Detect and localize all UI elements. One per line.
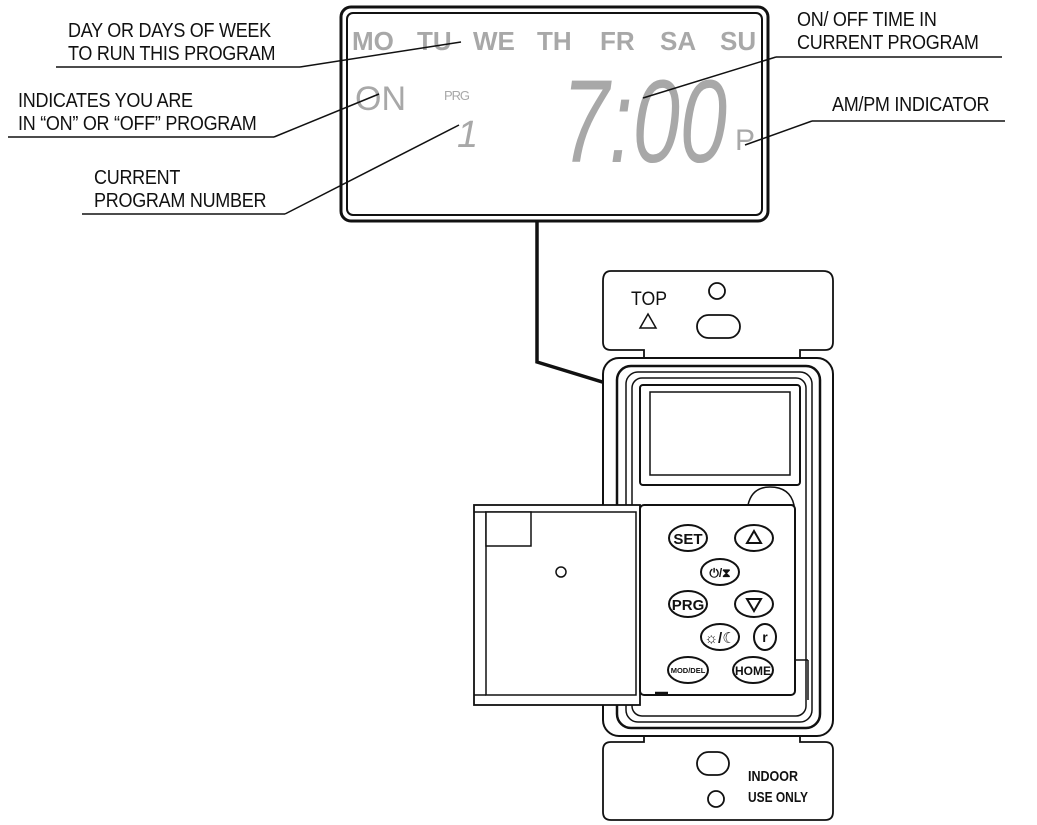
- callout-prgnum-leader: [284, 124, 460, 215]
- cover-door-pin: [555, 566, 567, 578]
- lcd-ampm-indicator: P: [735, 124, 755, 157]
- lcd-day-mo: MO: [352, 26, 394, 56]
- random-button-label: r: [762, 629, 768, 645]
- callout-ampm-line1: AM/PM INDICATOR: [832, 94, 990, 116]
- callout-program-number: CURRENT PROGRAM NUMBER: [94, 167, 267, 213]
- callout-days-line1: DAY OR DAYS OF WEEK: [68, 20, 271, 42]
- lcd-on-off-indicator: ON: [355, 80, 406, 118]
- lcd-day-sa: SA: [660, 26, 696, 56]
- keypad-cover-tab: [747, 486, 795, 506]
- top-label: TOP: [631, 289, 667, 310]
- callout-days-line2: TO RUN THIS PROGRAM: [68, 43, 276, 65]
- home-button[interactable]: [732, 656, 774, 684]
- lcd-program-number: 1: [457, 114, 478, 156]
- mod-del-button-label: MOD/DEL: [671, 666, 706, 675]
- top-slot-hole: [696, 314, 741, 339]
- up-button[interactable]: [734, 524, 774, 552]
- keypad-panel: [639, 504, 796, 696]
- lcd-day-we: WE: [473, 26, 515, 56]
- callout-time-line2: CURRENT PROGRAM: [797, 32, 979, 54]
- top-screw-hole: [708, 282, 726, 300]
- cover-door-latch: [485, 511, 532, 547]
- home-button-label: HOME: [735, 664, 771, 678]
- sun-moon-button-label: ☼/☾: [704, 630, 735, 647]
- callout-onoff-line2: IN “ON” OR “OFF” PROGRAM: [18, 113, 257, 135]
- lcd-frame-outer: [339, 5, 770, 223]
- callout-ampm: AM/PM INDICATOR: [832, 94, 990, 117]
- set-button-label: SET: [673, 531, 702, 548]
- lcd-prg-label: PRG: [444, 88, 470, 103]
- callout-lines: [8, 41, 1005, 215]
- bottom-slot-hole: [696, 751, 730, 776]
- lcd-day-row: MO TU WE TH FR SA SU: [352, 26, 756, 56]
- callout-time: ON/ OFF TIME IN CURRENT PROGRAM: [797, 9, 979, 55]
- sun-moon-button[interactable]: [700, 623, 740, 651]
- up-triangle-icon: [745, 529, 763, 544]
- prg-button-label: PRG: [672, 597, 705, 614]
- callout-days-leader: [299, 41, 462, 68]
- callout-ampm-leader: [744, 120, 813, 146]
- random-button[interactable]: [753, 623, 777, 651]
- down-button[interactable]: [734, 590, 774, 618]
- top-triangle-icon: [638, 312, 658, 329]
- bottom-screw-hole: [707, 790, 725, 808]
- down-triangle-icon: [745, 598, 763, 613]
- lcd-day-th: TH: [537, 26, 572, 56]
- set-button[interactable]: [668, 524, 708, 552]
- callout-time-leader: [642, 56, 777, 99]
- power-timer-button[interactable]: [700, 558, 740, 586]
- lcd-frame-inner: [346, 12, 763, 216]
- callout-onoff-line1: INDICATES YOU ARE: [18, 90, 193, 112]
- callout-prgnum-line2: PROGRAM NUMBER: [94, 190, 267, 212]
- callout-prgnum-line1: CURRENT: [94, 167, 181, 189]
- indoor-label-line1: INDOOR: [748, 768, 798, 785]
- power-timer-button-label: ⏻/⧗: [709, 566, 730, 580]
- callout-time-line1: ON/ OFF TIME IN: [797, 9, 937, 31]
- lcd-time-display: 7:00: [562, 56, 727, 188]
- callout-onoff-leader: [273, 93, 380, 138]
- mod-del-button[interactable]: [667, 656, 709, 684]
- lcd-day-fr: FR: [600, 26, 635, 56]
- callout-days: DAY OR DAYS OF WEEK TO RUN THIS PROGRAM: [68, 20, 275, 66]
- device-lcd-window: [649, 391, 791, 476]
- lcd-day-tu: TU: [417, 26, 452, 56]
- lcd-day-su: SU: [720, 26, 756, 56]
- indoor-label-line2: USE ONLY: [748, 789, 808, 806]
- callout-on-off: INDICATES YOU ARE IN “ON” OR “OFF” PROGR…: [18, 90, 257, 136]
- prg-button[interactable]: [668, 590, 708, 618]
